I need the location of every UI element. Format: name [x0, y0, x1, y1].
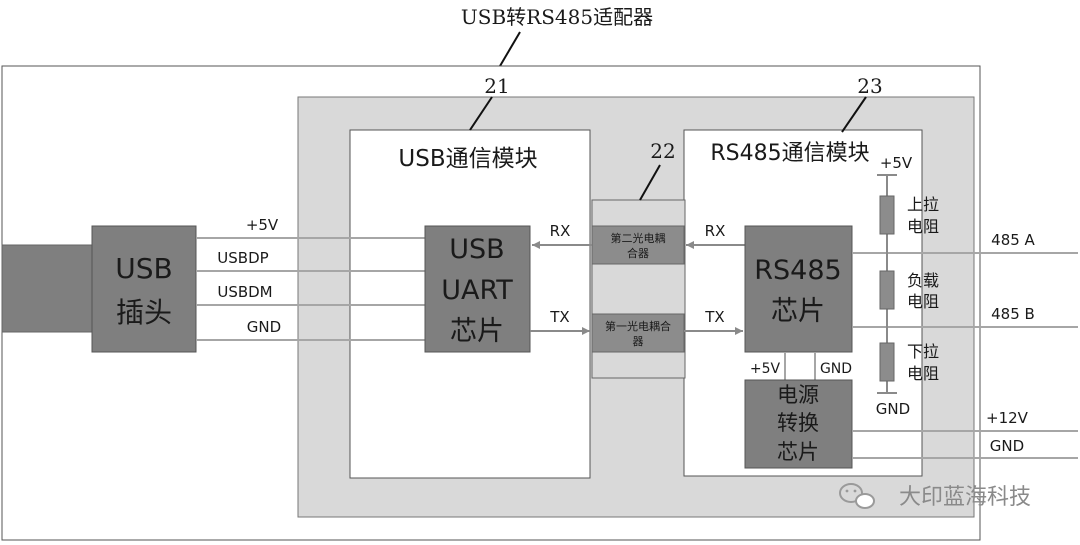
opto-coupler-2-line1: 第二光电耦 [611, 231, 666, 245]
rs485-module-title: RS485通信模块 [710, 141, 869, 166]
pulldown-label-2: 电阻 [907, 364, 939, 383]
power-conversion-chip [744, 379, 853, 469]
usb-uart-chip [424, 225, 531, 353]
output-485b-label: 485 B [991, 305, 1035, 323]
diagram-title: USB转RS485适配器 [461, 5, 653, 29]
opto-coupler-1 [591, 313, 685, 353]
pullup-label-2: 电阻 [907, 217, 939, 236]
rx-right-label: RX [705, 222, 726, 240]
pulldown-label-1: 下拉 [907, 342, 939, 361]
load-resistor [879, 270, 895, 310]
ref-23-leader [841, 96, 867, 133]
opto-coupler-1-line1: 第一光电耦合 [605, 319, 671, 333]
usb-module-title: USB通信模块 [398, 146, 537, 172]
power-chip-line3: 芯片 [777, 440, 819, 464]
rs485-chip [744, 225, 853, 353]
ref-21-leader [469, 96, 493, 131]
title-leader [499, 31, 521, 67]
power-chip-line1: 电源 [777, 383, 819, 407]
load-label-2: 电阻 [907, 292, 939, 311]
signal-dp-label: USBDP [217, 249, 268, 267]
input-gnd-label: GND [990, 437, 1024, 455]
power-gnd-label: GND [820, 361, 852, 377]
ref-22-leader [639, 164, 661, 201]
signal-vcc-label: +5V [246, 216, 279, 234]
watermark-text: 大印蓝海科技 [899, 485, 1031, 510]
pullup-label-1: 上拉 [907, 195, 939, 214]
power-chip-line2: 转换 [777, 411, 819, 435]
ref-22: 22 [650, 139, 675, 163]
usb-plug [91, 225, 197, 353]
tx-right-label: TX [704, 308, 724, 326]
rs485-chip-line2: 芯片 [771, 296, 825, 327]
wechat-logo-icon [839, 483, 875, 509]
usb-plug-line1: USB [115, 252, 172, 285]
opto-coupler-2-line2: 合器 [627, 246, 649, 260]
power-vcc-label: +5V [750, 361, 781, 377]
uart-chip-line3: 芯片 [450, 316, 504, 347]
ref-21: 21 [484, 74, 509, 98]
load-label-1: 负载 [907, 271, 939, 290]
usb-plug-line2: 插头 [116, 296, 172, 329]
signal-dm-label: USBDM [217, 283, 272, 301]
ref-23: 23 [857, 74, 882, 98]
pullup-resistor [879, 195, 895, 235]
bottom-rail-label: GND [876, 400, 910, 418]
input-12v-label: +12V [986, 409, 1029, 427]
connector-stub [1, 244, 93, 333]
rx-left-label: RX [550, 222, 571, 240]
opto-coupler-1-line2: 器 [633, 335, 644, 348]
uart-chip-line1: USB [449, 234, 504, 265]
pulldown-resistor [879, 342, 895, 382]
output-485a-label: 485 A [991, 231, 1035, 249]
rs485-chip-line1: RS485 [754, 255, 841, 286]
uart-chip-line2: UART [441, 275, 513, 306]
tx-left-label: TX [549, 308, 569, 326]
top-rail-label: +5V [880, 154, 913, 172]
signal-gnd-label: GND [247, 318, 281, 336]
